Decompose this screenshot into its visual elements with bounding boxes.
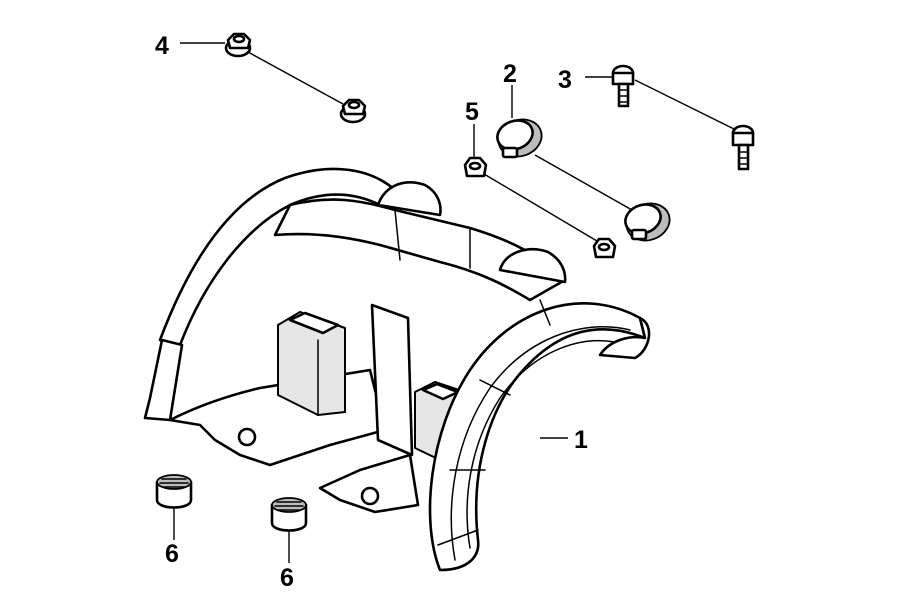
- callout-5: 5: [465, 98, 479, 126]
- part-3-bolt-installed: [731, 124, 755, 171]
- part-4-flange-nut: [180, 32, 252, 58]
- leader-part-4: [247, 51, 344, 105]
- part-2-grommet: [496, 85, 543, 159]
- part-5-nut-installed: [592, 237, 617, 259]
- part-6-rubber-pad: [155, 474, 193, 540]
- callout-4: 4: [155, 32, 169, 60]
- part-6-rubber-pad-second: [270, 497, 308, 563]
- callout-6-left: 6: [165, 540, 179, 568]
- callout-1: 1: [574, 426, 588, 454]
- part-5-nut: [463, 124, 488, 178]
- leader-part-5: [483, 173, 598, 242]
- callout-6-right: 6: [280, 564, 294, 592]
- part-3-bolt: [585, 64, 635, 108]
- callout-2: 2: [503, 60, 517, 88]
- callout-3: 3: [558, 66, 572, 94]
- part-4-flange-nut-installed: [339, 98, 367, 124]
- leader-part-2: [534, 154, 633, 211]
- leader-part-3: [634, 79, 737, 131]
- part-2-grommet-installed: [624, 202, 671, 242]
- part-1-rear-fender: [143, 167, 651, 572]
